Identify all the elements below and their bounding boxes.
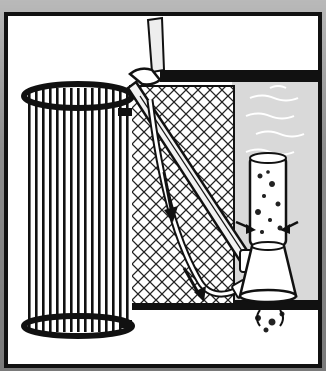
- pleated-screen-icon: [130, 86, 234, 304]
- filter-cartridge-icon: [24, 84, 132, 336]
